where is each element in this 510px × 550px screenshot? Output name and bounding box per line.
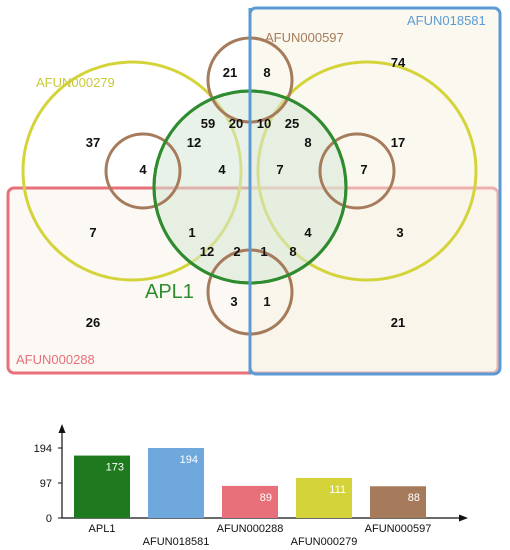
count: 7 <box>360 162 367 177</box>
count: 37 <box>86 135 100 150</box>
bar-value-label: 111 <box>329 484 346 496</box>
y-tick-label: 0 <box>46 513 52 525</box>
label-afun018581: AFUN018581 <box>407 13 486 28</box>
venn-diagram: AFUN000597 AFUN018581 AFUN000279 AFUN000… <box>6 6 502 376</box>
count: 8 <box>289 244 296 259</box>
count: 17 <box>391 135 405 150</box>
label-apl1: APL1 <box>145 281 194 303</box>
count: 21 <box>391 315 405 330</box>
set-afun000597-circle-right <box>318 132 396 210</box>
bar-value-label: 89 <box>260 492 272 504</box>
bar-value-label: 173 <box>106 462 124 474</box>
count: 12 <box>187 135 201 150</box>
venn-counts: 21 8 74 59 20 10 25 37 12 8 17 4 4 7 7 7… <box>86 55 406 330</box>
x-tick-label: AFUN018581 <box>143 536 210 548</box>
bar <box>370 486 426 518</box>
label-afun000288: AFUN000288 <box>16 352 95 367</box>
bar-value-label: 194 <box>180 454 198 466</box>
count: 10 <box>257 116 271 131</box>
count: 26 <box>86 315 100 330</box>
label-afun000597: AFUN000597 <box>265 30 344 45</box>
x-axis-arrow <box>459 514 468 522</box>
count: 20 <box>229 116 243 131</box>
y-tick-label: 194 <box>34 443 52 455</box>
count: 2 <box>233 244 240 259</box>
bar <box>222 485 278 518</box>
count: 1 <box>188 225 195 240</box>
count: 1 <box>263 294 270 309</box>
bar <box>296 477 352 518</box>
bar <box>148 448 204 518</box>
set-afun000597-circle-left <box>104 132 182 210</box>
x-tick-label: AFUN000597 <box>365 523 432 535</box>
y-axis-arrow <box>58 424 66 433</box>
count: 8 <box>263 65 270 80</box>
count: 74 <box>391 55 406 70</box>
x-tick-label: AFUN000288 <box>217 523 284 535</box>
count: 12 <box>200 244 214 259</box>
count: 8 <box>304 135 311 150</box>
count: 1 <box>260 244 267 259</box>
bar <box>74 455 130 518</box>
count: 7 <box>276 162 283 177</box>
count: 3 <box>396 225 403 240</box>
count: 7 <box>89 225 96 240</box>
label-afun000279: AFUN000279 <box>36 75 115 90</box>
bar-value-label: 88 <box>408 492 420 504</box>
count: 59 <box>201 116 215 131</box>
count: 3 <box>230 294 237 309</box>
x-tick-label: APL1 <box>89 523 116 535</box>
x-tick-label: AFUN000279 <box>291 536 358 548</box>
count: 4 <box>139 162 147 177</box>
count: 4 <box>218 162 226 177</box>
count: 25 <box>285 116 299 131</box>
count: 21 <box>223 65 237 80</box>
y-tick-label: 97 <box>40 478 52 490</box>
count: 4 <box>304 225 312 240</box>
